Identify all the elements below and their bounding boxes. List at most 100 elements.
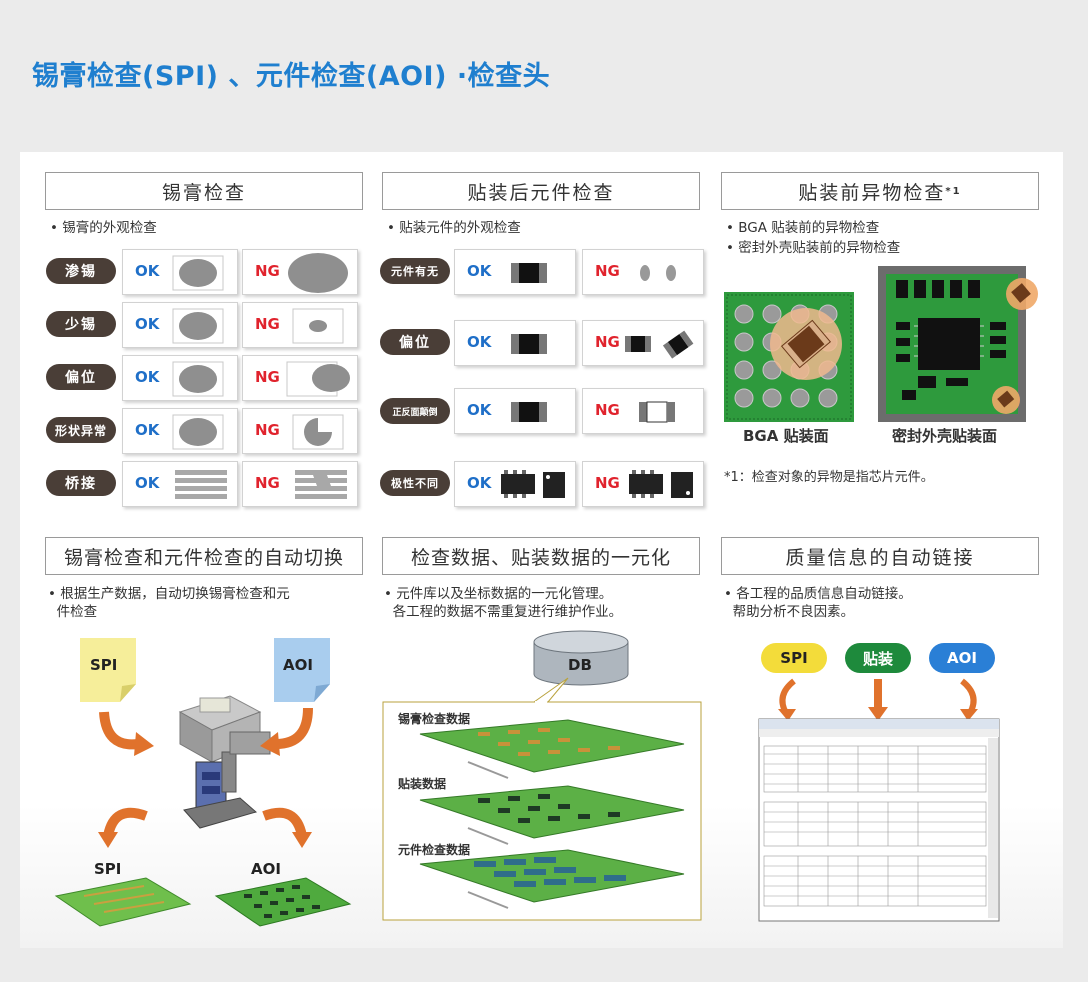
solder-row-label: 桥接 [46, 470, 116, 496]
component-row-label: 正反面颠倒 [380, 398, 450, 424]
curved-arrow-icon [260, 707, 313, 756]
missing-component-icon [640, 265, 676, 281]
sealed-board-image [878, 266, 1038, 422]
solder-pad-icon [172, 414, 224, 450]
inspection-head-image [178, 695, 271, 829]
link-note: 帮助分析不良因素。 [724, 604, 855, 620]
ng-label: NG [255, 262, 280, 280]
board-spi-label: SPI [94, 860, 122, 878]
solder-row-label: 偏位 [46, 364, 116, 390]
unify-title: 检查数据、贴装数据的一元化 [382, 537, 700, 575]
ok-card: OK [454, 461, 576, 507]
ok-label: OK [467, 333, 492, 351]
foreign-title-text: 贴装前异物检查 [798, 181, 946, 204]
ic-polarity-icon [501, 470, 565, 498]
auto-switch-title: 锡膏检查和元件检查的自动切换 [45, 537, 363, 575]
component-row-label: 极性不同 [380, 470, 450, 496]
spi-badge: SPI [761, 643, 827, 673]
ok-card: OK [122, 408, 238, 454]
spi-document-icon: SPI [80, 638, 136, 702]
ng-card: NG [242, 408, 358, 454]
ok-card: OK [454, 388, 576, 434]
solder-bridge-icon [295, 470, 347, 499]
board-aoi-label: AOI [251, 860, 281, 878]
spi-board-image [54, 877, 192, 927]
database-icon: DB [532, 630, 630, 688]
link-note: • 各工程的品质信息自动链接。 [724, 586, 912, 602]
foreign-title-sup: *1 [945, 185, 962, 197]
solder-offset-icon [286, 361, 350, 397]
chip-component-icon [511, 263, 547, 283]
component-note: • 贴装元件的外观检查 [387, 220, 521, 236]
foreign-inspection-title: 贴装前异物检查*1 [721, 172, 1039, 210]
layer-label: 元件检查数据 [398, 843, 471, 857]
db-label: DB [568, 656, 592, 674]
aoi-badge: AOI [929, 643, 995, 673]
ok-label: OK [467, 401, 492, 419]
curved-arrow-icon [99, 711, 154, 756]
unify-note: 各工程的数据不需重复进行维护作业。 [384, 604, 623, 620]
ok-card: OK [122, 461, 238, 507]
component-row-label: 偏位 [380, 329, 450, 355]
solder-insufficient-icon [292, 308, 344, 344]
curved-arrow-icon [960, 678, 978, 721]
ok-card: OK [454, 320, 576, 366]
bga-caption: BGA 贴装面 [743, 427, 829, 445]
ng-card: NG [242, 249, 358, 295]
ok-label: OK [135, 262, 160, 280]
layer-label: 锡膏检查数据 [398, 712, 471, 726]
flipped-component-icon [639, 401, 675, 423]
ng-card: NG [582, 249, 704, 295]
ng-card: NG [242, 355, 358, 401]
component-data-board-image [419, 849, 685, 909]
down-arrow-icon [868, 679, 888, 721]
solder-stripes-icon [175, 470, 227, 499]
chip-component-icon [511, 402, 547, 422]
ng-card: NG [242, 461, 358, 507]
ng-label: NG [255, 315, 280, 333]
ng-card: NG [242, 302, 358, 348]
mount-data-board-image [419, 785, 685, 845]
solder-inspection-title: 锡膏检查 [45, 172, 363, 210]
curved-arrow-icon [262, 807, 312, 848]
curved-arrow-icon [98, 807, 148, 848]
ng-label: NG [255, 474, 280, 492]
solder-pad-icon [172, 255, 224, 291]
chip-component-icon [511, 334, 547, 354]
ng-label: NG [595, 262, 620, 280]
spi-doc-label: SPI [90, 656, 118, 674]
ok-card: OK [122, 302, 238, 348]
ng-card: NG [582, 388, 704, 434]
solder-overflow-icon [288, 253, 348, 293]
component-inspection-title: 贴装后元件检查 [382, 172, 700, 210]
solder-data-board-image [419, 719, 685, 779]
ng-label: NG [595, 474, 620, 492]
aoi-doc-label: AOI [283, 656, 313, 674]
auto-switch-note: 件检查 [48, 604, 98, 620]
solder-row-label: 渗锡 [46, 258, 116, 284]
ok-card: OK [454, 249, 576, 295]
page-title: 锡膏检查(SPI) 、元件检查(AOI) ·检查头 [32, 61, 551, 92]
foreign-note: • BGA 贴装前的异物检查 [726, 220, 880, 236]
unify-note: • 元件库以及坐标数据的一元化管理。 [384, 586, 613, 602]
ok-label: OK [135, 315, 160, 333]
ok-label: OK [135, 368, 160, 386]
foreign-note: • 密封外壳贴装前的异物检查 [726, 240, 901, 256]
ok-label: OK [135, 474, 160, 492]
ng-label: NG [595, 401, 620, 419]
layer-label: 贴装数据 [398, 777, 447, 791]
solder-shape-defect-icon [292, 414, 344, 450]
auto-switch-note: • 根据生产数据，自动切换锡膏检查和元 [48, 586, 290, 602]
curved-arrow-icon [778, 678, 796, 721]
ng-label: NG [255, 368, 280, 386]
ng-label: NG [255, 421, 280, 439]
quality-report-window [758, 718, 1000, 922]
ng-label: NG [595, 333, 620, 351]
solder-row-label: 形状异常 [46, 417, 116, 443]
component-row-label: 元件有无 [380, 258, 450, 284]
ok-label: OK [135, 421, 160, 439]
ok-card: OK [122, 249, 238, 295]
ng-card: NG [582, 320, 704, 366]
aoi-document-icon: AOI [274, 638, 330, 702]
solder-row-label: 少锡 [46, 311, 116, 337]
